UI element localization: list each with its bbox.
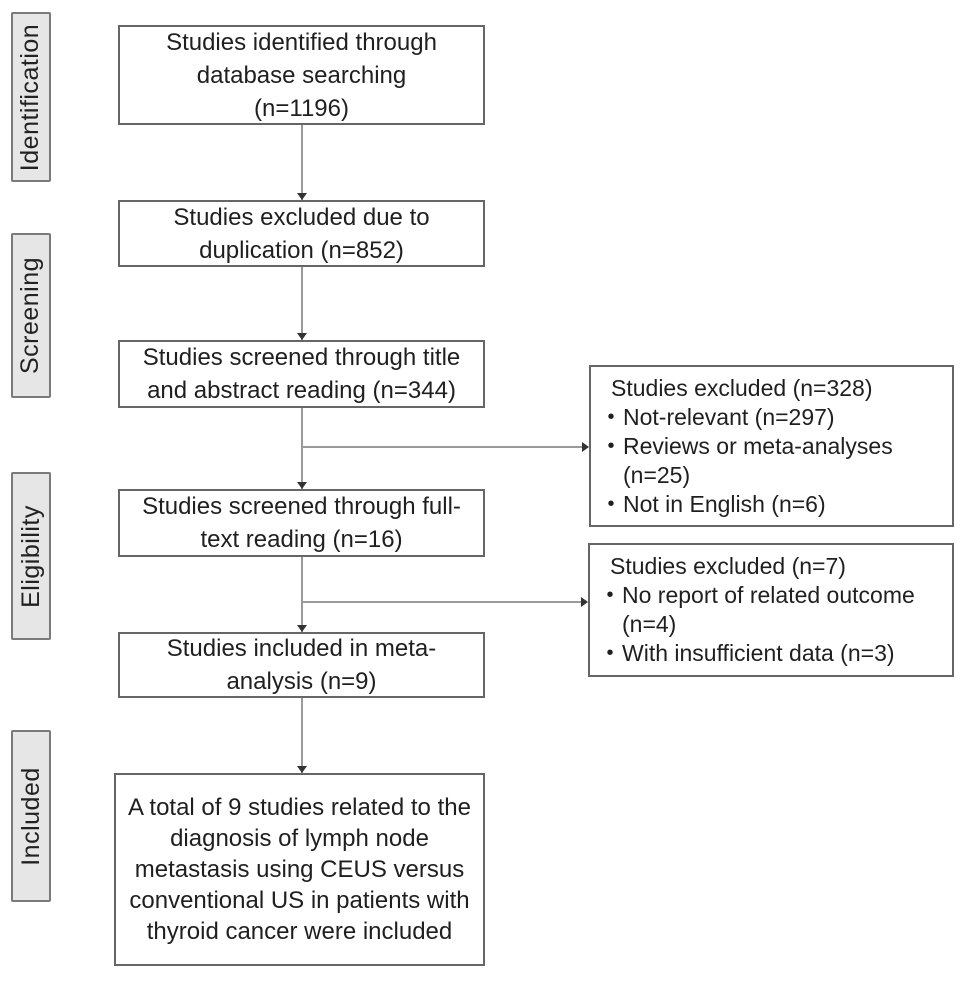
- arrow-right-icon: [582, 442, 589, 452]
- connector-title-abstract-to-fulltext: [301, 408, 303, 489]
- bullet-icon: •: [606, 642, 614, 664]
- exclusion-box-1-title: Studies excluded (n=328): [611, 375, 873, 401]
- flow-box-excluded-duplication: Studies excluded due to duplication (n=8…: [118, 200, 485, 267]
- arrow-down-icon: [297, 333, 307, 340]
- flow-box-summary-text: A total of 9 studies related to the diag…: [128, 794, 471, 945]
- stage-label-eligibility-text: Eligibility: [16, 504, 45, 608]
- exclusion-box-1-item-text: Reviews or meta-analyses (n=25): [623, 433, 893, 488]
- exclusion-box-1-item: • Not-relevant (n=297): [599, 403, 946, 432]
- flow-box-screened-fulltext-text: Studies screened through full-text readi…: [142, 493, 461, 553]
- flow-box-screened-title-abstract: Studies screened through title and abstr…: [118, 340, 485, 408]
- flow-box-screened-fulltext: Studies screened through full-text readi…: [118, 489, 485, 557]
- flow-box-excluded-duplication-text: Studies excluded due to duplication (n=8…: [173, 203, 430, 264]
- connector-meta-analysis-to-summary: [301, 698, 303, 773]
- exclusion-box-2-item-text: With insufficient data (n=3): [622, 640, 895, 666]
- arrow-down-icon: [297, 766, 307, 773]
- connector-fulltext-to-meta-analysis: [301, 557, 303, 632]
- exclusion-box-2-item: • No report of related outcome (n=4): [598, 581, 946, 639]
- flow-box-identified: Studies identified through database sear…: [118, 25, 485, 125]
- arrow-down-icon: [297, 193, 307, 200]
- exclusion-box-fulltext: Studies excluded (n=7) • No report of re…: [588, 543, 954, 677]
- arrow-down-icon: [297, 625, 307, 632]
- bullet-icon: •: [607, 435, 615, 457]
- connector-identified-to-duplication: [301, 125, 303, 200]
- connector-branch-to-exclusion-2: [302, 601, 583, 603]
- stage-label-eligibility: Eligibility: [11, 472, 51, 640]
- flow-box-identified-text: Studies identified through database sear…: [166, 28, 437, 122]
- connector-duplication-to-title-abstract: [301, 267, 303, 340]
- exclusion-box-1-item-text: Not in English (n=6): [623, 491, 826, 517]
- exclusion-box-2-item: • With insufficient data (n=3): [598, 639, 946, 668]
- exclusion-box-1-item: • Reviews or meta-analyses (n=25): [599, 432, 946, 490]
- arrow-down-icon: [297, 482, 307, 489]
- stage-label-included-text: Included: [16, 766, 45, 866]
- stage-label-included: Included: [11, 730, 51, 902]
- bullet-icon: •: [607, 406, 615, 428]
- stage-label-identification-text: Identification: [16, 23, 45, 171]
- flow-box-included-meta-analysis-text: Studies included in meta-analysis (n=9): [166, 635, 437, 695]
- stage-label-screening-text: Screening: [16, 256, 45, 375]
- exclusion-box-2-item-text: No report of related outcome (n=4): [622, 582, 915, 637]
- connector-branch-to-exclusion-1: [302, 446, 584, 448]
- exclusion-box-2-title: Studies excluded (n=7): [610, 553, 846, 579]
- arrow-right-icon: [581, 597, 588, 607]
- flow-box-included-meta-analysis: Studies included in meta-analysis (n=9): [118, 632, 485, 698]
- exclusion-box-1-item: • Not in English (n=6): [599, 490, 946, 519]
- flow-box-summary: A total of 9 studies related to the diag…: [114, 773, 485, 966]
- exclusion-box-title-abstract: Studies excluded (n=328) • Not-relevant …: [589, 365, 954, 527]
- stage-label-screening: Screening: [11, 233, 51, 398]
- bullet-icon: •: [606, 584, 614, 606]
- bullet-icon: •: [607, 493, 615, 515]
- exclusion-box-1-item-text: Not-relevant (n=297): [623, 404, 835, 430]
- flow-box-screened-title-abstract-text: Studies screened through title and abstr…: [142, 344, 461, 404]
- stage-label-identification: Identification: [11, 12, 51, 182]
